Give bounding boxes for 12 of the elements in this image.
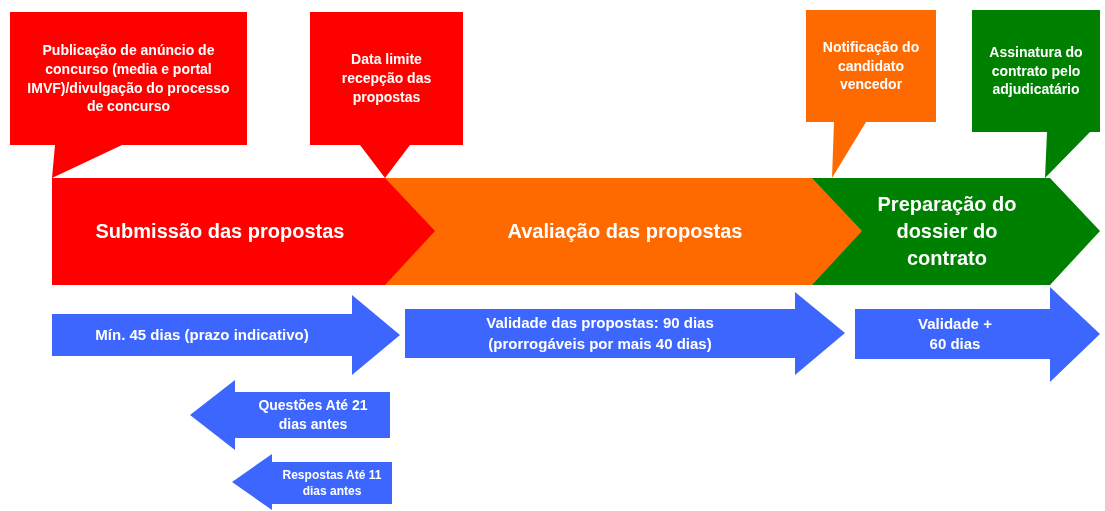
duration-label: Validade + 60 dias — [917, 313, 993, 354]
phase-label: Submissão das propostas — [95, 219, 345, 244]
duration-label: Validade das propostas: 90 dias (prorrogáveis por mais 40 dias) — [485, 313, 715, 354]
bubble-text: Notificação do candidato vencedor — [821, 37, 921, 95]
phase-label: Avaliação das propostas — [507, 219, 743, 244]
duration-label: Mín. 45 dias (prazo indicativo) — [95, 324, 309, 345]
phase-label: Preparação do dossier do contrato — [876, 192, 1018, 271]
bubble-text: Publicação de anúncio de concurso (media e portal IMVF)/divulgação do processo de concurso — [26, 40, 231, 117]
duration-label: Questões Até 21 dias antes — [257, 396, 369, 434]
bubble-text: Data limite recepção das propostas — [340, 50, 433, 107]
bubble-text: Assinatura do contrato pelo adjudicatário — [988, 42, 1084, 100]
duration-label: Respostas Até 11 dias antes — [281, 466, 383, 500]
